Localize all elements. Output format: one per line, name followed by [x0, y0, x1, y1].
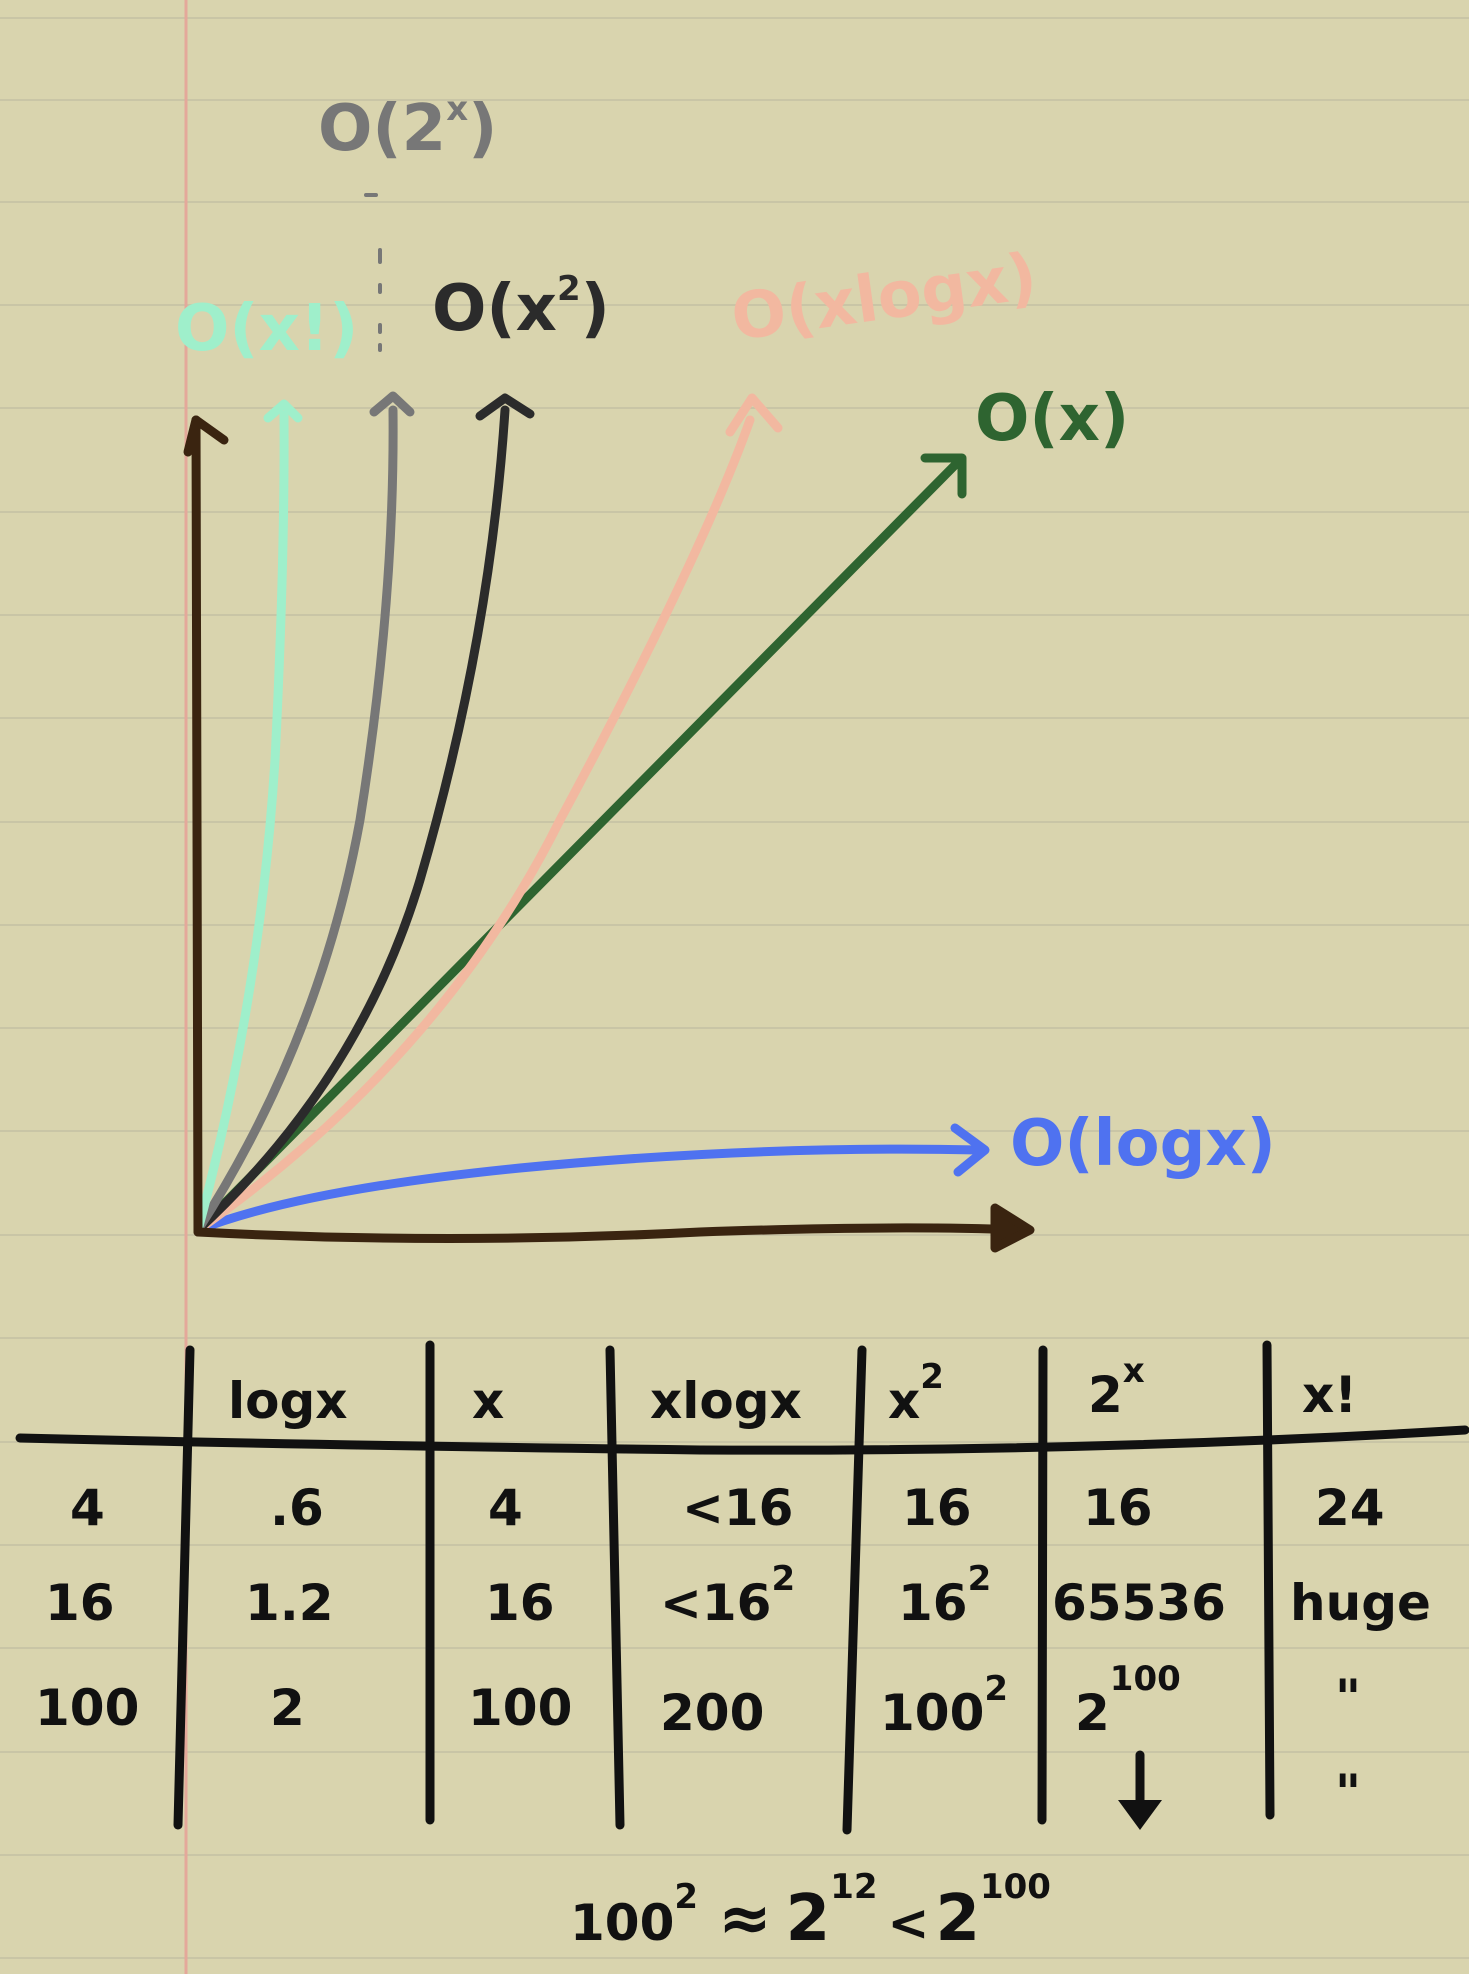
factorial-arrowhead — [263, 399, 303, 423]
header-xlogx: xlogx — [650, 1372, 802, 1430]
x-axis-arrowhead — [990, 1203, 1035, 1253]
cell: 162 — [898, 1559, 991, 1632]
table-header: logx x xlogx x2 2x x! — [228, 1351, 1357, 1430]
cell: 1002 — [880, 1669, 1008, 1742]
nlogn-label: O(xlogx) — [727, 240, 1041, 356]
svg-text:1002≈212<2100: 1002≈212<2100 — [570, 1867, 1051, 1956]
cell: 24 — [1315, 1479, 1385, 1537]
header-logx: logx — [228, 1372, 348, 1430]
svg-text:O(2x): O(2x) — [318, 89, 497, 166]
cell: <162 — [660, 1559, 795, 1632]
cell: 1.2 — [245, 1574, 334, 1632]
cell: 200 — [660, 1684, 764, 1742]
footer-equation: 1002≈212<2100 — [570, 1867, 1051, 1956]
exponential-label: O(2x) — [318, 89, 497, 166]
quadratic-arrowhead — [475, 393, 535, 421]
quadratic-label: O(x2) — [432, 269, 610, 346]
linear-arrowhead — [920, 453, 967, 499]
row-n: 4 — [70, 1479, 105, 1537]
cell: huge — [1290, 1574, 1431, 1632]
table-row: 16 1.2 16 <162 162 65536 huge — [45, 1559, 1431, 1632]
nlogn-curve — [193, 415, 755, 1235]
cell: " — [1335, 1764, 1361, 1822]
table-row: 100 2 100 200 1002 2100 " — [35, 1659, 1361, 1742]
y-axis-arrowhead — [183, 415, 229, 457]
y-axis — [191, 415, 203, 1237]
linear-label: O(x) — [975, 382, 1129, 456]
cell: 2100 — [1075, 1659, 1181, 1742]
header-2-to-x: 2x — [1088, 1351, 1145, 1424]
cell: 4 — [488, 1479, 523, 1537]
cell: " — [1335, 1669, 1361, 1727]
dotted-connector — [364, 193, 382, 352]
table-grid — [15, 1340, 1469, 1835]
cell: 16 — [902, 1479, 972, 1537]
linear-curve — [193, 455, 965, 1235]
cell: 16 — [1083, 1479, 1153, 1537]
cell: 65536 — [1052, 1574, 1226, 1632]
factorial-label: O(x!) — [175, 292, 358, 366]
table-row: 4 .6 4 <16 16 16 24 — [70, 1479, 1385, 1537]
logarithmic-arrowhead — [950, 1123, 990, 1177]
row-n: 16 — [45, 1574, 115, 1632]
logarithmic-label: O(logx) — [1010, 1107, 1276, 1181]
header-x: x — [472, 1372, 504, 1430]
factorial-curve — [193, 410, 289, 1235]
exponential-curve — [193, 405, 398, 1235]
svg-text:O(x2): O(x2) — [432, 269, 610, 346]
cell: 16 — [485, 1574, 555, 1632]
down-arrow-icon — [1118, 1750, 1162, 1830]
logarithmic-curve — [193, 1144, 985, 1235]
exponential-arrowhead — [369, 391, 415, 417]
header-x-squared: x2 — [888, 1357, 944, 1430]
header-x-factorial: x! — [1302, 1366, 1357, 1424]
row-n: 100 — [35, 1679, 139, 1737]
cell: 2 — [270, 1679, 305, 1737]
quadratic-curve — [193, 405, 510, 1235]
nlogn-arrowhead — [725, 393, 783, 437]
cell: 100 — [468, 1679, 572, 1737]
x-axis — [193, 1223, 1025, 1243]
cell: .6 — [270, 1479, 324, 1537]
cell: <16 — [682, 1479, 793, 1537]
table-row: " — [1335, 1764, 1361, 1822]
